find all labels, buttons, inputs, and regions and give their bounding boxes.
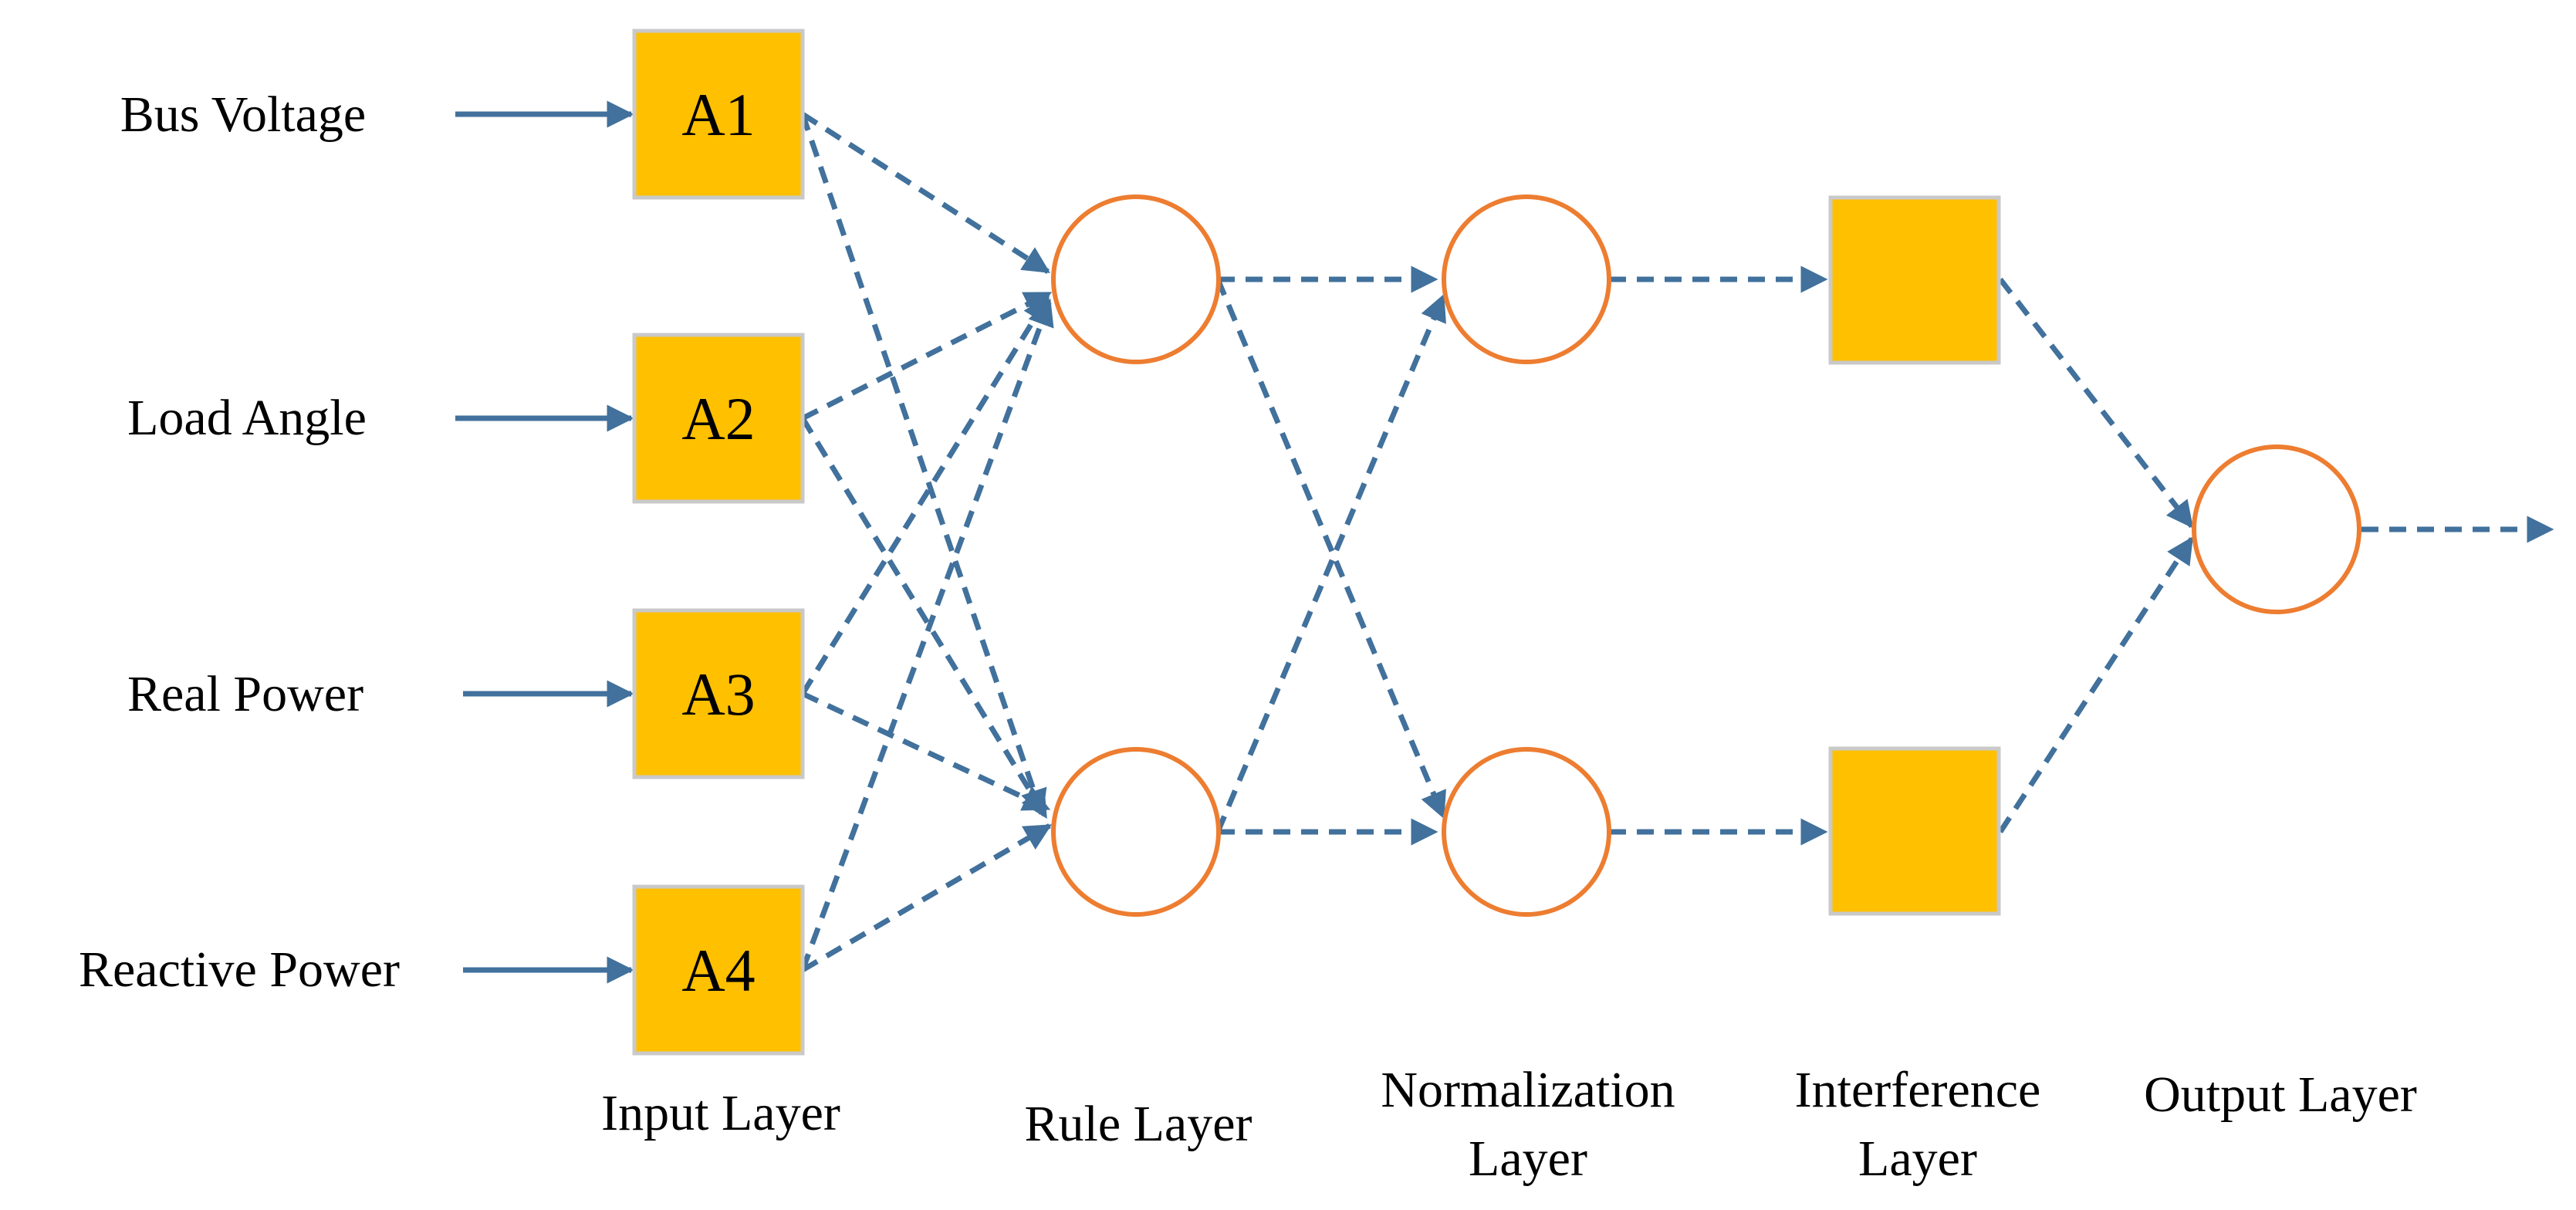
- edge-a3-r2: [801, 691, 1051, 812]
- edge-a1-r2: [800, 113, 1047, 817]
- normalization-node-1: [1442, 194, 1611, 364]
- node-a3-label: A3: [681, 661, 755, 728]
- layer-label-interference-line2: Layer: [1858, 1131, 1977, 1187]
- connection-arrows: [800, 112, 2554, 973]
- node-a3-box: [632, 608, 805, 779]
- input-label-load-angle: Load Angle: [127, 390, 367, 446]
- input-nodes: A1 A2 A3 A4: [632, 29, 805, 1056]
- interference-node-2: [1828, 746, 2001, 916]
- node-a4-box: [632, 884, 805, 1056]
- interference-node-1: [1828, 195, 2001, 365]
- output-node: [2192, 444, 2361, 614]
- rule-node-2: [1051, 747, 1221, 917]
- edge-i2-o: [1998, 536, 2194, 833]
- layer-label-normalization-line2: Layer: [1469, 1131, 1587, 1187]
- node-a1-box: [632, 29, 805, 200]
- edge-r1-n2: [1215, 278, 1446, 820]
- normalization-node-2: [1442, 747, 1611, 917]
- input-label-real-power: Real Power: [127, 666, 363, 722]
- normalization-nodes: [1442, 194, 1611, 917]
- edge-a1-r1: [801, 112, 1050, 274]
- edge-i1-o: [1998, 277, 2194, 529]
- edge-a2-r1: [801, 290, 1053, 421]
- interference-nodes: [1828, 195, 2001, 916]
- layer-label-output: Output Layer: [2144, 1066, 2417, 1123]
- input-arrows: [455, 100, 634, 984]
- layer-label-input: Input Layer: [601, 1085, 840, 1141]
- edge-a4-r1: [800, 298, 1054, 972]
- edge-a3-r1: [800, 295, 1050, 695]
- layer-label-interference-line1: Interference: [1795, 1062, 2041, 1118]
- edge-r2-n1: [1215, 293, 1446, 833]
- input-label-bus-voltage: Bus Voltage: [120, 86, 366, 143]
- node-a4-label: A4: [681, 937, 755, 1004]
- edge-a2-r2: [800, 417, 1048, 819]
- input-label-reactive-power: Reactive Power: [79, 941, 400, 998]
- layer-label-rule: Rule Layer: [1024, 1096, 1252, 1152]
- node-a1-label: A1: [681, 81, 755, 148]
- layer-label-normalization-line1: Normalization: [1381, 1062, 1675, 1118]
- rule-nodes: [1051, 194, 1221, 917]
- node-a2-label: A2: [681, 385, 755, 452]
- rule-node-1: [1051, 194, 1221, 364]
- edge-a4-r2: [801, 823, 1053, 973]
- node-a2-box: [632, 333, 805, 504]
